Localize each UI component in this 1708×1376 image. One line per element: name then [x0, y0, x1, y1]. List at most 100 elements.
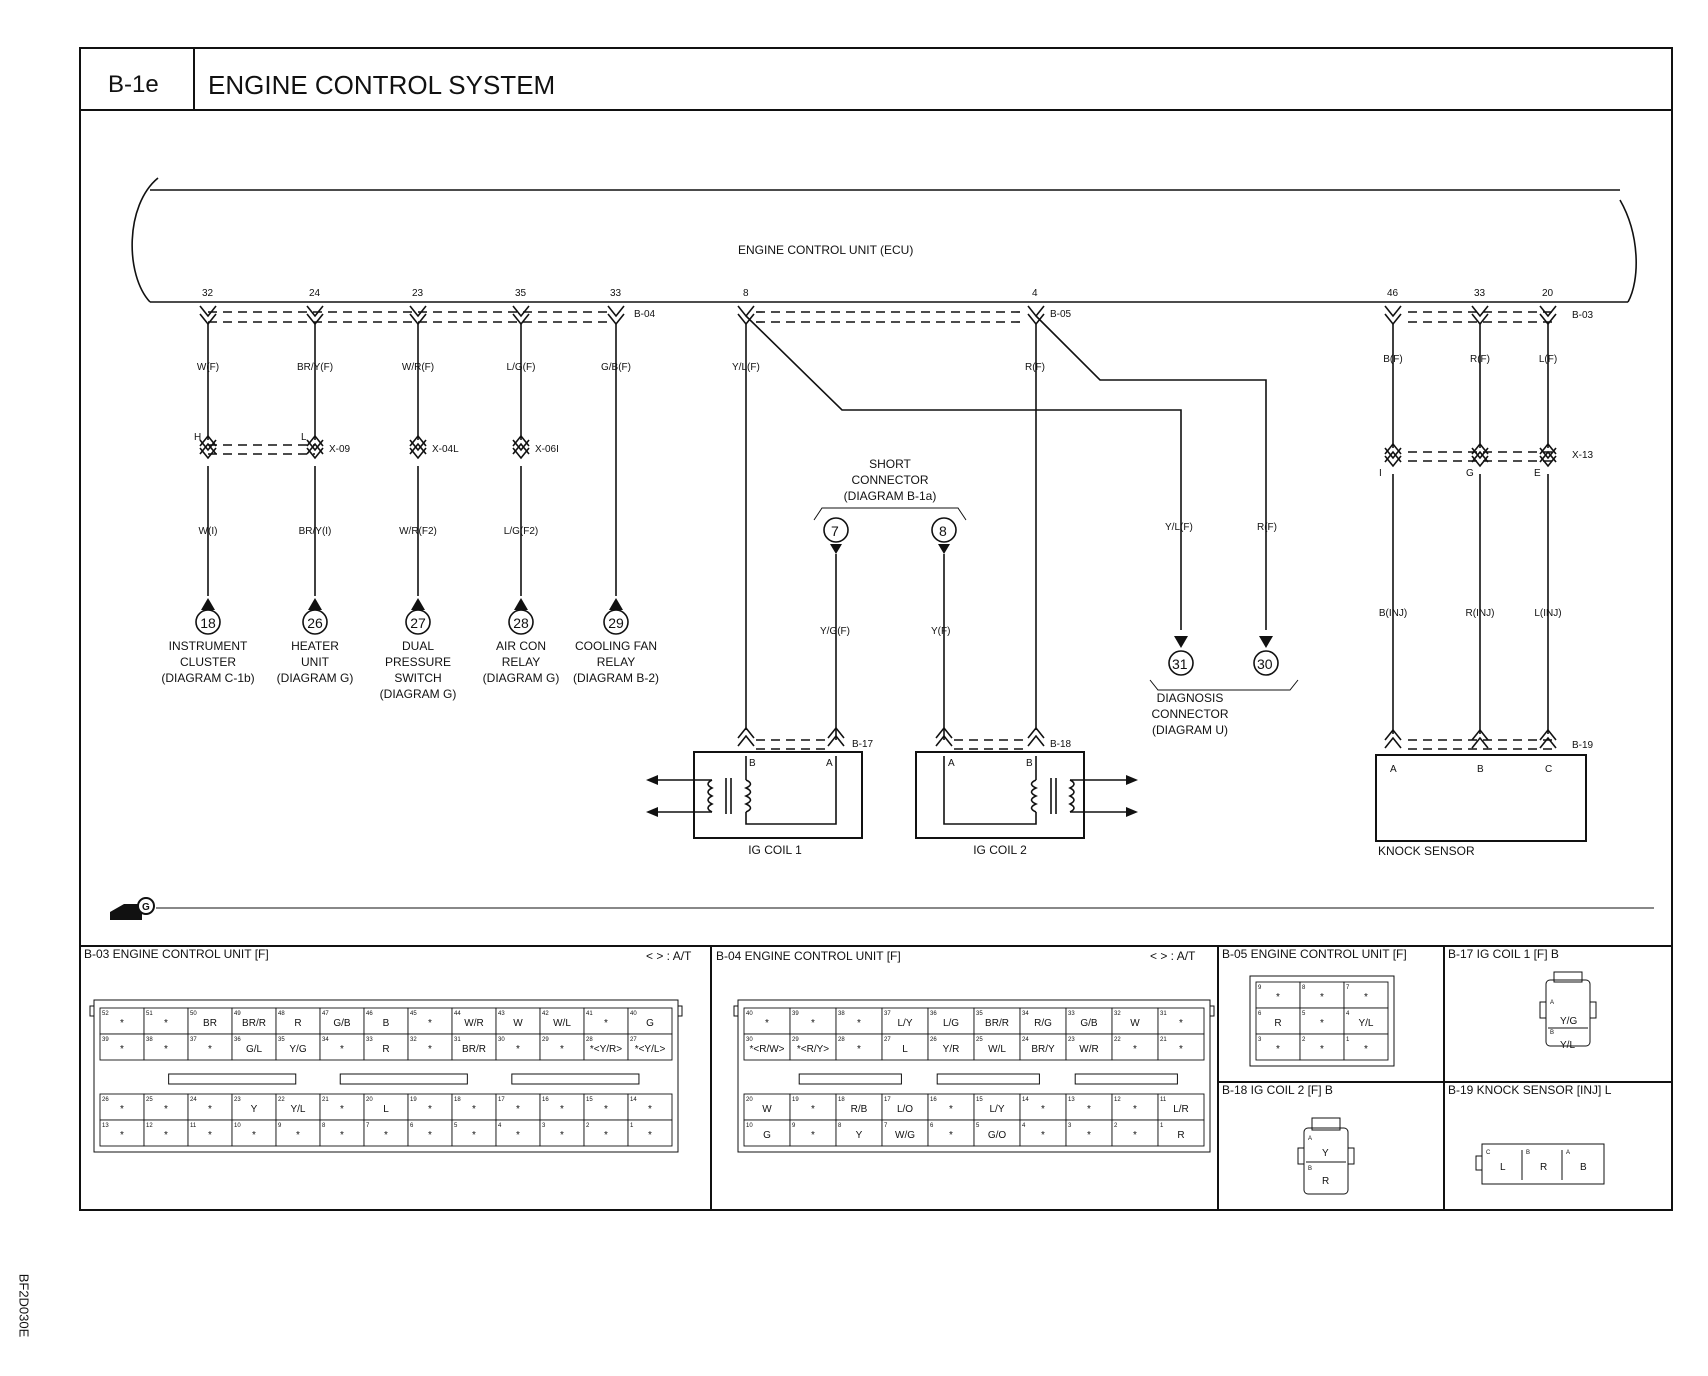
wire-label: R(INJ) — [1466, 608, 1495, 619]
svg-text:R/G: R/G — [1034, 1018, 1052, 1029]
svg-text:G/B: G/B — [1080, 1018, 1098, 1029]
short-pin-7: 7 — [831, 523, 839, 539]
svg-text:5: 5 — [976, 1123, 980, 1129]
b19-pin-color-b: R — [1540, 1162, 1547, 1173]
svg-text:7: 7 — [1346, 985, 1350, 991]
ecu-pin-label: 35 — [515, 288, 527, 299]
svg-text:BR/R: BR/R — [985, 1018, 1009, 1029]
ig-coil-2-pin-b: B — [1026, 758, 1033, 769]
svg-text:*: * — [120, 1044, 124, 1055]
terminal-5: 5G/O — [973, 1119, 1021, 1147]
terminal-44: 44W/R — [451, 1007, 497, 1035]
svg-text:11: 11 — [190, 1123, 197, 1129]
ref-circle — [302, 609, 328, 635]
ref-number: 29 — [608, 615, 624, 631]
svg-text:Y/G: Y/G — [289, 1044, 306, 1055]
svg-text:37: 37 — [190, 1037, 197, 1043]
panel-b03-note: < > : A/T — [646, 949, 692, 963]
svg-text:*: * — [516, 1130, 520, 1141]
svg-text:22: 22 — [278, 1097, 285, 1103]
svg-text:4: 4 — [498, 1123, 502, 1129]
svg-text:*: * — [1179, 1044, 1183, 1055]
svg-text:L/Y: L/Y — [897, 1018, 912, 1029]
panel-b17-title: B-17 IG COIL 1 [F] B — [1448, 947, 1559, 961]
ref-circle — [195, 609, 221, 635]
svg-text:6: 6 — [410, 1123, 414, 1129]
svg-text:30: 30 — [498, 1037, 505, 1043]
connector-b17-face: A Y/G B Y/L — [1539, 971, 1597, 1051]
svg-text:*: * — [384, 1130, 388, 1141]
terminal-22: 22* — [1111, 1033, 1159, 1061]
diagram-code: B-1e — [108, 71, 159, 98]
svg-text:18: 18 — [838, 1097, 845, 1103]
terminal-6: 6* — [407, 1119, 453, 1147]
svg-text:W/G: W/G — [895, 1130, 915, 1141]
panel-b03-title: B-03 ENGINE CONTROL UNIT [F] — [84, 947, 269, 961]
svg-text:33: 33 — [366, 1037, 373, 1043]
svg-text:*: * — [428, 1018, 432, 1029]
svg-text:L/G: L/G — [943, 1018, 959, 1029]
destination-label: COOLING FAN — [575, 639, 657, 653]
svg-text:W/R: W/R — [1079, 1044, 1098, 1055]
svg-text:21: 21 — [1160, 1037, 1167, 1043]
terminal-9: 9* — [275, 1119, 321, 1147]
svg-text:40: 40 — [746, 1011, 753, 1017]
svg-text:L: L — [902, 1044, 908, 1055]
svg-text:27: 27 — [884, 1037, 891, 1043]
svg-text:34: 34 — [322, 1037, 329, 1043]
knock-sensor-label: KNOCK SENSOR — [1378, 844, 1475, 858]
svg-text:31: 31 — [454, 1037, 461, 1043]
terminal-43: 43W — [495, 1007, 541, 1035]
terminal-37: 37* — [187, 1033, 233, 1061]
svg-text:29: 29 — [792, 1037, 799, 1043]
svg-text:13: 13 — [1068, 1097, 1075, 1103]
terminal-45: 45* — [407, 1007, 453, 1035]
ecu-pin-label: 20 — [1542, 288, 1554, 299]
svg-text:*: * — [604, 1018, 608, 1029]
terminal-28: 28*<Y/R> — [583, 1033, 629, 1061]
ignition-section: 8 4 B-05 Y/L(F) R(F) Y/L(F) R(F) 31 30 D… — [646, 288, 1299, 857]
svg-text:51: 51 — [146, 1011, 153, 1017]
svg-text:23: 23 — [234, 1097, 241, 1103]
svg-text:36: 36 — [234, 1037, 241, 1043]
svg-text:*: * — [120, 1018, 124, 1029]
svg-text:*: * — [949, 1130, 953, 1141]
ig-coil-2-box — [915, 751, 1085, 839]
ecu-pin-label: 24 — [309, 288, 321, 299]
svg-text:Y/L: Y/L — [1358, 1018, 1373, 1029]
svg-text:13: 13 — [102, 1123, 109, 1129]
ig-coil-1-label: IG COIL 1 — [748, 843, 802, 857]
ref-circle — [405, 609, 431, 635]
svg-text:*: * — [648, 1104, 652, 1115]
connector-b04-label: B-04 — [634, 309, 656, 320]
terminal-17: 17L/O — [881, 1093, 929, 1121]
svg-text:7: 7 — [884, 1123, 888, 1129]
b17-pin-num-b: B — [1550, 1030, 1554, 1036]
branch-26: 24BR/Y(F)LX-09BR/Y(I)26HEATERUNIT(DIAGRA… — [277, 288, 354, 685]
svg-text:32: 32 — [410, 1037, 417, 1043]
svg-text:11: 11 — [1160, 1097, 1167, 1103]
ig-coil-2-label: IG COIL 2 — [973, 843, 1027, 857]
terminal-42: 42W/L — [539, 1007, 585, 1035]
svg-text:W: W — [513, 1018, 523, 1029]
svg-text:10: 10 — [234, 1123, 241, 1129]
svg-text:*: * — [1276, 1044, 1280, 1055]
knock-sensor-section: B-03 X-13 B-19 KNOCK SENSOR 46B(F)IB(INJ… — [1375, 288, 1594, 858]
svg-text:*: * — [1087, 1130, 1091, 1141]
svg-text:19: 19 — [410, 1097, 417, 1103]
terminal-14: 14* — [1019, 1093, 1067, 1121]
terminal-18: 18* — [451, 1093, 497, 1121]
svg-text:*<Y/L>: *<Y/L> — [635, 1044, 666, 1055]
b19-pin-color-c: L — [1500, 1162, 1506, 1173]
terminal-38: 38* — [143, 1033, 189, 1061]
svg-text:*: * — [1041, 1104, 1045, 1115]
ref-circle — [508, 609, 534, 635]
svg-text:1: 1 — [1346, 1037, 1350, 1043]
svg-text:20: 20 — [366, 1097, 373, 1103]
svg-text:16: 16 — [930, 1097, 937, 1103]
svg-text:W/L: W/L — [988, 1044, 1006, 1055]
b18-pin-color-b: R — [1322, 1176, 1329, 1187]
